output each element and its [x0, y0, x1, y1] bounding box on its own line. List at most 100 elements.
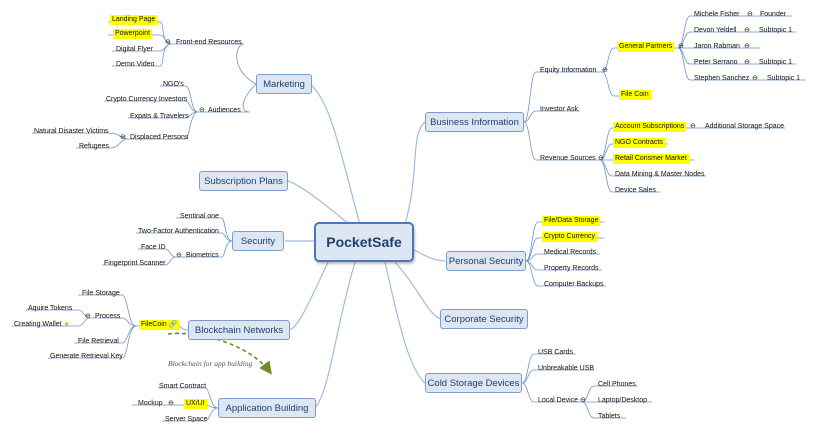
- node-refugees[interactable]: Refugees: [79, 143, 109, 150]
- node-role-founder[interactable]: Founder: [760, 11, 787, 18]
- topic-security[interactable]: Security: [232, 231, 284, 251]
- collapse-toggle[interactable]: ⊖: [747, 11, 753, 18]
- topic-blockchain-networks[interactable]: Blockchain Networks: [188, 320, 290, 340]
- node-displaced-persons[interactable]: Displaced Persons: [130, 134, 189, 141]
- central-topic[interactable]: PocketSafe: [314, 222, 414, 262]
- collapse-toggle[interactable]: ⊖: [176, 252, 182, 259]
- node-medical-records[interactable]: Medical Records: [544, 249, 597, 256]
- node-property-records[interactable]: Property Records: [544, 265, 599, 272]
- topic-application-building[interactable]: Application Building: [218, 398, 316, 418]
- personal-lines: [525, 221, 606, 287]
- node-audiences[interactable]: Audiences: [208, 107, 241, 114]
- node-digital-flyer[interactable]: Digital Flyer: [116, 46, 153, 53]
- node-computer-backups[interactable]: Computer Backups: [544, 281, 604, 288]
- business-lines: [523, 15, 806, 193]
- node-local-device[interactable]: Local Device: [538, 397, 579, 404]
- node-filecoin[interactable]: FileCoin 🔗: [139, 320, 180, 330]
- node-usb-cards[interactable]: USB Cards: [538, 349, 574, 356]
- node-natural-disaster-victims[interactable]: Natural Disaster Victims: [34, 128, 109, 135]
- security-lines: [102, 217, 233, 266]
- node-server-space[interactable]: Server Space: [165, 416, 208, 423]
- node-partner-peter[interactable]: Peter Serrano: [694, 59, 738, 66]
- collapse-toggle[interactable]: ⊖: [199, 107, 205, 114]
- node-process[interactable]: Process: [95, 313, 121, 320]
- node-aquire-tokens[interactable]: Aquire Tokens: [28, 305, 73, 312]
- node-ngos[interactable]: NGO's: [163, 81, 184, 88]
- node-demo-video[interactable]: Demo Video: [116, 61, 155, 68]
- node-ux-ui[interactable]: UX/UI: [184, 399, 207, 409]
- collapse-toggle[interactable]: ⊖: [744, 43, 750, 50]
- node-two-factor[interactable]: Two-Factor Authentication: [138, 228, 219, 235]
- collapse-toggle[interactable]: ⊖: [744, 59, 750, 66]
- node-account-subscriptions[interactable]: Account Subscriptions: [613, 122, 687, 132]
- node-revenue-sources[interactable]: Revenue Sources: [540, 155, 596, 162]
- topic-corporate-security[interactable]: Corporate Security: [440, 309, 528, 329]
- node-landing-page[interactable]: Landing Page: [110, 15, 158, 25]
- node-crypto-currency[interactable]: Crypto Currency: [542, 232, 597, 242]
- node-tablets[interactable]: Tablets: [598, 413, 621, 420]
- collapse-toggle[interactable]: ⊖: [120, 134, 126, 141]
- node-retail-market[interactable]: Retail Consmer Market: [613, 154, 689, 164]
- collapse-toggle[interactable]: ⊖: [752, 75, 758, 82]
- collapse-toggle[interactable]: ⊖: [165, 39, 171, 46]
- node-device-sales[interactable]: Device Sales: [615, 187, 656, 194]
- creating-wallet-label: Creating Wallet: [14, 321, 62, 328]
- node-partner-jaron[interactable]: Jaron Rabman: [694, 43, 740, 50]
- node-equity-information[interactable]: Equity Information: [540, 67, 597, 74]
- node-expats-travelers[interactable]: Expats & Travelers: [130, 113, 189, 120]
- node-file-coin[interactable]: File Coin: [619, 90, 651, 100]
- node-generate-retrieval-key[interactable]: Generate Retrieval Key: [50, 353, 123, 360]
- collapse-toggle[interactable]: ⊖: [598, 155, 604, 162]
- collapse-toggle[interactable]: ⊖: [678, 43, 684, 50]
- node-general-partners[interactable]: General Partners: [617, 42, 675, 52]
- node-role-subtopic[interactable]: Subtopic 1: [759, 27, 793, 34]
- link-icon: 🔗: [168, 321, 178, 328]
- main-branches: [285, 83, 446, 409]
- topic-cold-storage-devices[interactable]: Cold Storage Devices: [425, 373, 522, 393]
- collapse-toggle[interactable]: ⊖: [690, 123, 696, 130]
- node-crypto-investors[interactable]: Crypto Currency Investors: [106, 96, 188, 103]
- node-file-storage[interactable]: File Storage: [82, 290, 120, 297]
- node-partner-stephen[interactable]: Stephen Sanchez: [694, 75, 750, 82]
- node-role-subtopic[interactable]: Subtopic 1: [759, 59, 793, 66]
- topic-personal-security[interactable]: Personal Security: [446, 251, 526, 271]
- node-file-retrieval[interactable]: File Retrieval: [78, 338, 119, 345]
- relationship-label[interactable]: Blockchain for app building: [168, 359, 253, 368]
- node-data-mining[interactable]: Data Mining & Master Nodes: [615, 171, 705, 178]
- node-smart-contract[interactable]: Smart Contract: [159, 383, 207, 390]
- cold-lines: [521, 353, 652, 419]
- node-sentinal-one[interactable]: Sentinal one: [180, 213, 219, 220]
- node-partner-devon[interactable]: Devon Yeldell: [694, 27, 737, 34]
- node-face-id[interactable]: Face ID: [141, 244, 166, 251]
- node-biometrics[interactable]: Biometrics: [186, 252, 219, 259]
- node-mockup[interactable]: Mockup: [138, 400, 163, 407]
- topic-business-information[interactable]: Business Information: [425, 112, 524, 132]
- node-cell-phones[interactable]: Cell Phones: [598, 381, 636, 388]
- collapse-toggle[interactable]: ⊖: [744, 27, 750, 34]
- collapse-toggle[interactable]: ⊖: [168, 400, 174, 407]
- node-additional-storage[interactable]: Additional Storage Space: [705, 123, 784, 130]
- node-unbreakable-usb[interactable]: Unbreakable USB: [538, 365, 595, 372]
- marketing-lines: [32, 21, 257, 149]
- node-powerpoint[interactable]: Powerpoint: [113, 29, 153, 39]
- blockchain-lines: [12, 294, 189, 359]
- collapse-toggle[interactable]: ⊖: [85, 313, 91, 320]
- node-creating-wallet[interactable]: Creating Wallet ★: [14, 320, 70, 330]
- node-ngo-contracts[interactable]: NGO Contracts: [613, 138, 665, 148]
- node-laptop-desktop[interactable]: Laptop/Desktop: [598, 397, 648, 404]
- node-file-data-storage[interactable]: File/Data Storage: [542, 216, 601, 226]
- star-icon: ★: [63, 321, 70, 328]
- node-front-end-resources[interactable]: Front-end Resources: [176, 39, 242, 46]
- filecoin-label: FileCoin: [141, 321, 167, 328]
- topic-subscription-plans[interactable]: Subscription Plans: [199, 171, 288, 191]
- relationship-arrow: [167, 332, 272, 375]
- node-partner-michele[interactable]: Michele Fisher: [694, 11, 740, 18]
- node-fingerprint-scanner[interactable]: Fingerprint Scanner: [104, 260, 166, 267]
- topic-marketing[interactable]: Marketing: [256, 74, 312, 94]
- node-investor-ask[interactable]: Investor Ask: [540, 106, 579, 113]
- node-role-subtopic[interactable]: Subtopic 1: [767, 75, 801, 82]
- collapse-toggle[interactable]: ⊖: [602, 67, 608, 74]
- collapse-toggle[interactable]: ⊖: [580, 397, 586, 404]
